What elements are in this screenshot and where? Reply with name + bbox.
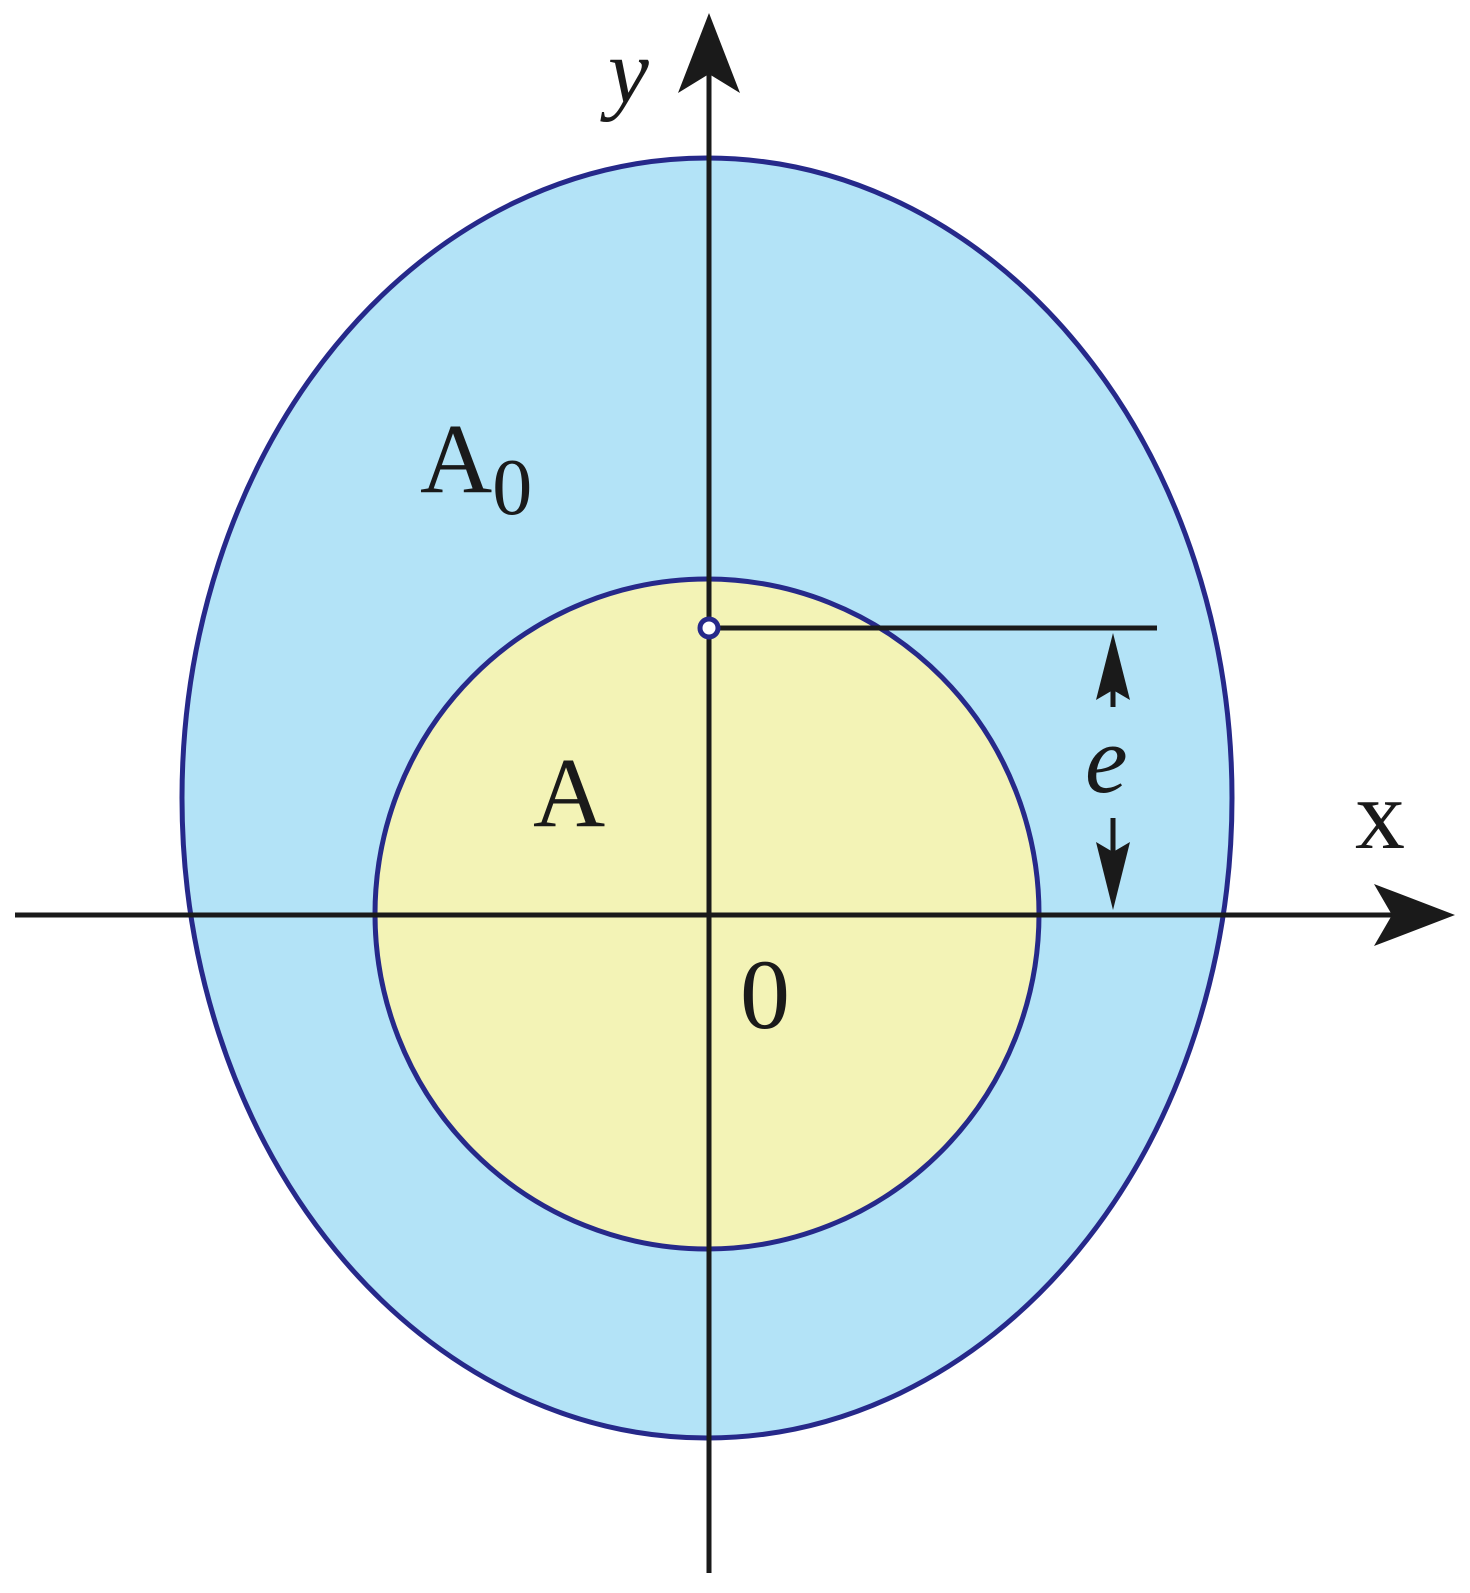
centroid-point xyxy=(697,616,721,640)
dimension-arrowhead-down xyxy=(1096,842,1130,910)
offset-label: e xyxy=(1085,706,1128,813)
outer-region-label-subscript: 0 xyxy=(492,444,532,532)
y-axis-label: y xyxy=(600,20,649,122)
x-axis-label: x xyxy=(1355,759,1405,870)
outer-region-label-main: A xyxy=(420,403,492,514)
y-axis-arrowhead xyxy=(678,13,740,93)
inner-region-label: A xyxy=(533,737,605,848)
dimension-arrowhead-up xyxy=(1096,633,1130,700)
x-axis-arrowhead xyxy=(1374,884,1455,946)
outer-region-label: A0 xyxy=(420,403,532,532)
origin-label: 0 xyxy=(740,939,790,1050)
